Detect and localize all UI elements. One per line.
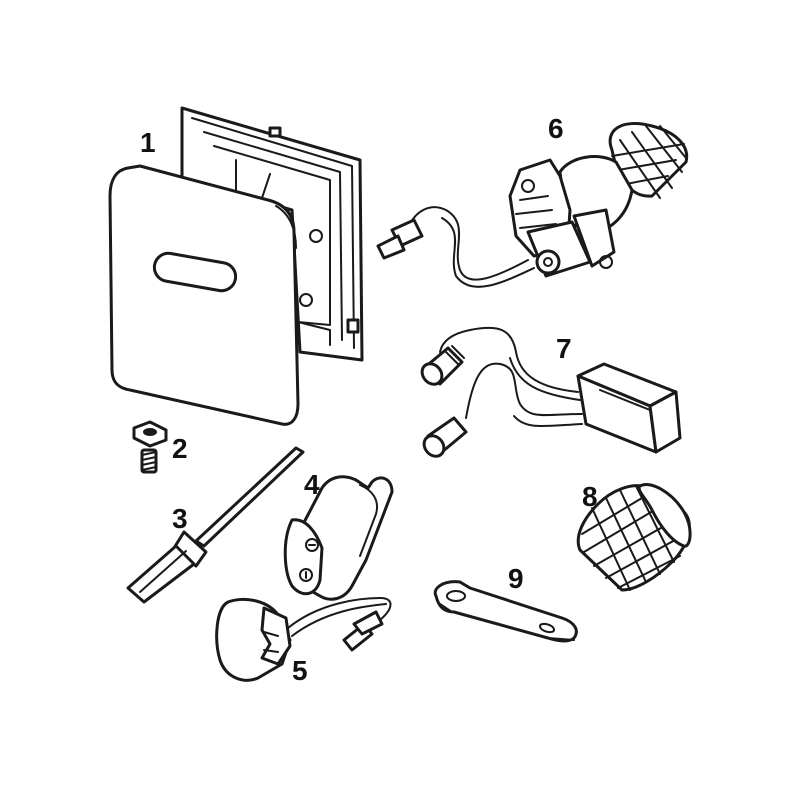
part-number-2: 2 bbox=[172, 433, 188, 464]
part-number-4: 4 bbox=[304, 469, 320, 500]
part-4-battery bbox=[283, 475, 394, 601]
part-9-spanner-wrench bbox=[433, 580, 578, 643]
part-number-8: 8 bbox=[582, 481, 598, 512]
part-1-cover-plate bbox=[108, 164, 300, 426]
part-number-5: 5 bbox=[292, 655, 308, 686]
part-number-6: 6 bbox=[548, 113, 564, 144]
part-number-3: 3 bbox=[172, 503, 188, 534]
part-number-9: 9 bbox=[508, 563, 524, 594]
part-2-nut-and-screw bbox=[132, 420, 168, 474]
part-7-sensor-electronics bbox=[420, 326, 682, 458]
part-6-solenoid-valve bbox=[376, 122, 689, 288]
part-number-1: 1 bbox=[140, 127, 156, 158]
part-3-hex-key-tool bbox=[126, 446, 305, 604]
part-number-7: 7 bbox=[556, 333, 572, 364]
part-5-battery-holder bbox=[215, 597, 392, 682]
part-8-strainer-screen bbox=[576, 483, 692, 592]
